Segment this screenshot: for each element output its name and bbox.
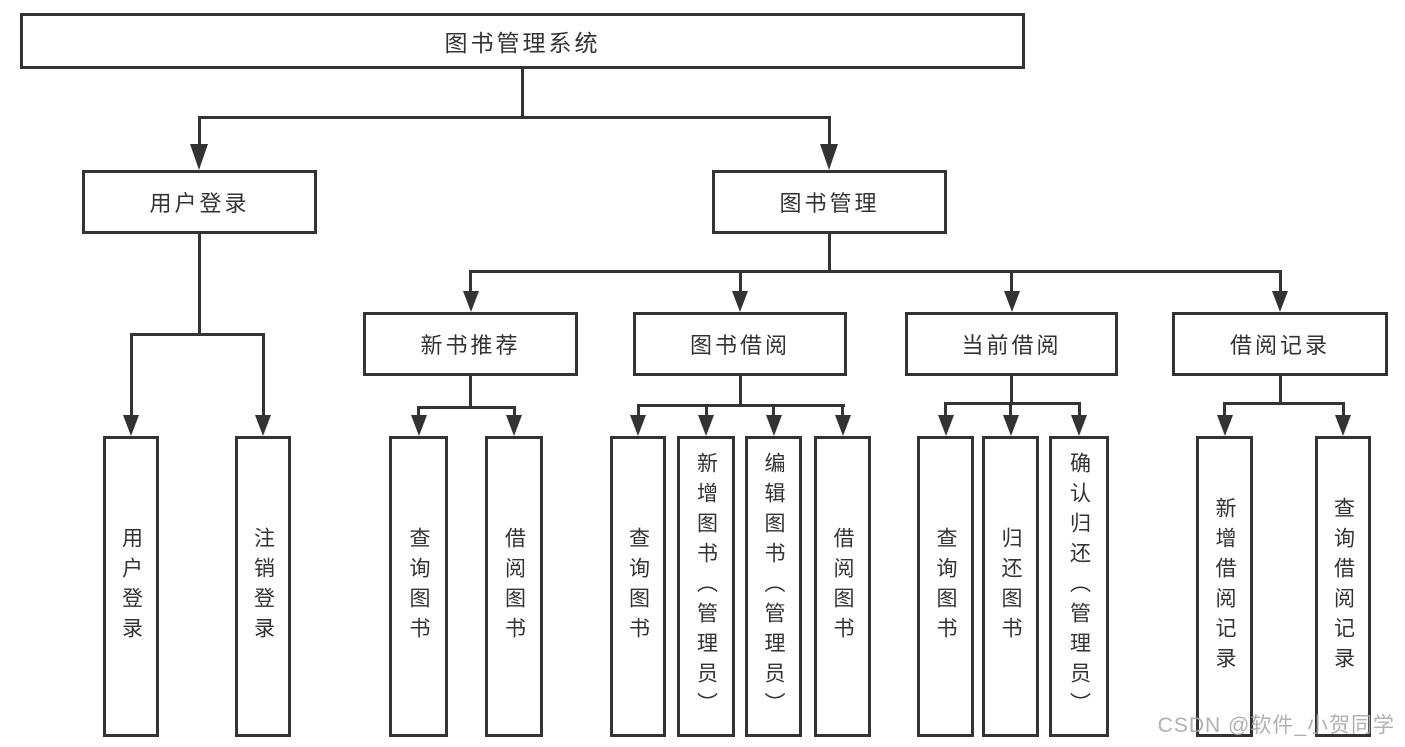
leaf-borrow-books-recommend: 借阅图书 (485, 436, 543, 737)
connector-line (738, 376, 742, 406)
node-library-management-system: 图书管理系统 (20, 13, 1025, 69)
arrow-down-icon (410, 415, 427, 436)
arrow-down-icon (1002, 415, 1019, 436)
arrow-down-icon (506, 415, 522, 436)
connector-line (1010, 270, 1013, 294)
connector-line (520, 69, 524, 119)
node-user-login: 用户登录 (82, 170, 317, 234)
leaf-confirm-return-admin: 确认归还（管理员） (1049, 436, 1109, 737)
arrow-down-icon (123, 415, 139, 436)
connector-line (1223, 402, 1345, 405)
arrow-down-icon (255, 415, 271, 436)
node-borrowing-records: 借阅记录 (1172, 312, 1388, 376)
connector-line (261, 333, 265, 415)
node-label: 注销登录 (251, 526, 275, 647)
node-label: 图书借阅 (689, 333, 790, 358)
arrow-down-icon (937, 415, 954, 436)
connector-line (704, 404, 708, 418)
connector-line (944, 402, 1081, 405)
node-label: 查询借阅记录 (1331, 496, 1355, 677)
connector-line (1010, 376, 1013, 404)
connector-line (512, 406, 516, 418)
node-book-borrowing: 图书借阅 (633, 312, 847, 376)
leaf-edit-books-admin: 编辑图书（管理员） (745, 436, 802, 737)
connector-line (197, 116, 831, 119)
arrow-down-icon (1071, 415, 1087, 436)
node-label: 借阅图书 (502, 526, 526, 647)
connector-line (417, 406, 420, 418)
node-label: 图书管理 (779, 191, 880, 216)
node-label: 查询图书 (626, 526, 650, 647)
arrow-down-icon (834, 415, 851, 436)
leaf-query-books-recommend: 查询图书 (389, 436, 448, 737)
arrow-down-icon (765, 415, 782, 436)
arrow-down-icon (732, 291, 748, 312)
arrow-down-icon (1272, 291, 1288, 312)
connector-line (841, 404, 844, 418)
connector-line (636, 404, 845, 407)
csdn-watermark: CSDN @软件_小贺同学 (1157, 714, 1395, 737)
connector-line (198, 234, 201, 335)
connector-line (469, 270, 472, 294)
node-label: 借阅图书 (831, 526, 854, 647)
connector-line (469, 376, 472, 408)
connector-line (738, 270, 742, 294)
node-label: 用户登录 (119, 526, 143, 647)
connector-line (828, 234, 831, 273)
connector-line (469, 270, 1280, 273)
arrow-down-icon (1216, 415, 1233, 436)
node-new-book-recommendation: 新书推荐 (363, 312, 578, 376)
connector-line (636, 404, 640, 418)
connector-line (1077, 402, 1081, 418)
arrow-down-icon (630, 415, 646, 436)
node-label: 借阅记录 (1229, 333, 1330, 358)
arrow-down-icon (1003, 291, 1020, 312)
node-book-management: 图书管理 (712, 170, 947, 234)
arrow-down-icon (462, 291, 479, 312)
arrow-down-icon (820, 144, 838, 170)
node-label: 查询图书 (934, 526, 957, 647)
leaf-add-books-admin: 新增图书（管理员） (677, 436, 735, 737)
leaf-query-borrow-record: 查询借阅记录 (1315, 436, 1371, 737)
node-current-borrowing: 当前借阅 (905, 312, 1118, 376)
node-label: 新增图书（管理员） (694, 451, 718, 722)
arrow-down-icon (1335, 415, 1351, 436)
leaf-return-books: 归还图书 (982, 436, 1039, 737)
connector-line (1009, 402, 1012, 418)
leaf-query-books-current: 查询图书 (917, 436, 974, 737)
leaf-user-login: 用户登录 (103, 436, 159, 737)
node-label: 归还图书 (999, 526, 1022, 647)
connector-line (772, 404, 775, 418)
connector-line (827, 116, 831, 148)
arrow-down-icon (190, 144, 208, 170)
node-label: 新增借阅记录 (1213, 496, 1236, 677)
connector-line (1341, 402, 1345, 418)
node-label: 用户登录 (149, 191, 250, 216)
arrow-down-icon (698, 415, 714, 436)
leaf-query-books-borrowing: 查询图书 (610, 436, 666, 737)
connector-line (1223, 402, 1226, 418)
connector-line (944, 402, 947, 418)
node-label: 图书管理系统 (444, 30, 601, 56)
node-label: 编辑图书（管理员） (762, 451, 785, 722)
node-label: 当前借阅 (961, 333, 1062, 358)
leaf-add-borrow-record: 新增借阅记录 (1196, 436, 1253, 737)
connector-line (197, 116, 201, 148)
connector-line (129, 333, 265, 336)
connector-line (1278, 270, 1282, 294)
leaf-logout: 注销登录 (235, 436, 291, 737)
node-label: 查询图书 (407, 526, 430, 647)
connector-line (417, 406, 516, 409)
connector-line (1278, 376, 1282, 404)
node-label: 新书推荐 (420, 333, 521, 358)
node-label: 确认归还（管理员） (1067, 451, 1091, 722)
connector-line (129, 333, 133, 415)
leaf-borrow-books-borrowing: 借阅图书 (814, 436, 871, 737)
